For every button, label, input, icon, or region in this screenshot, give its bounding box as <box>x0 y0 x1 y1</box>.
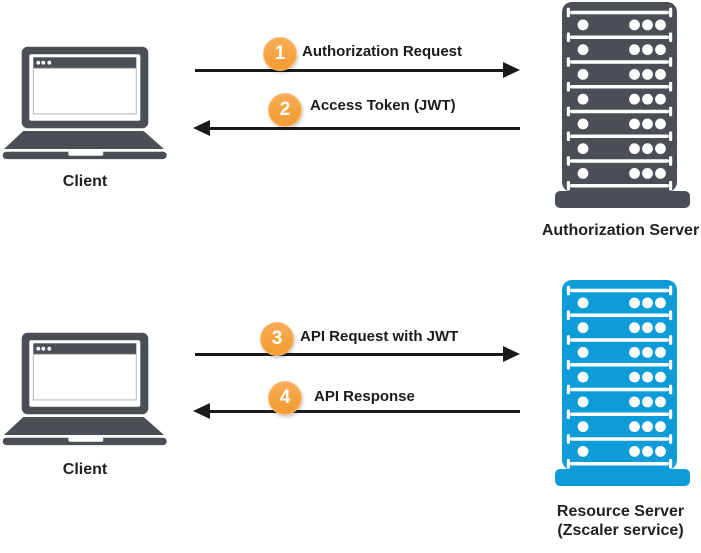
step-label-2: Access Token (JWT) <box>310 97 456 114</box>
authorization-server-icon <box>555 2 690 209</box>
step-label-3: API Request with JWT <box>300 328 459 345</box>
client-label-top: Client <box>62 173 108 190</box>
arrowhead-right-icon <box>503 346 520 362</box>
resource-server-label: Resource Server (Zscaler service) <box>535 502 701 540</box>
arrow-right-api-request <box>195 346 520 362</box>
arrow-line <box>195 352 503 356</box>
arrow-left-access-token <box>193 120 520 136</box>
arrow-line <box>195 68 503 72</box>
arrow-line <box>210 409 520 413</box>
arrow-line <box>210 126 520 130</box>
resource-server-label-line2: (Zscaler service) <box>557 522 684 539</box>
step-label-4: API Response <box>314 388 415 405</box>
arrowhead-left-icon <box>193 120 210 136</box>
step-badge-2: 2 <box>268 93 302 127</box>
step-badge-4: 4 <box>268 381 302 415</box>
client-label-bottom: Client <box>62 461 108 478</box>
step-badge-1: 1 <box>263 37 297 71</box>
resource-server-icon <box>555 280 690 487</box>
step-label-1: Authorization Request <box>302 43 462 60</box>
client-laptop-icon-top <box>2 46 168 160</box>
authorization-server-label: Authorization Server <box>541 222 700 239</box>
resource-server-label-line1: Resource Server <box>556 503 685 520</box>
step-badge-3: 3 <box>260 322 294 356</box>
arrow-left-api-response <box>193 403 520 419</box>
client-laptop-icon-bottom <box>2 332 168 446</box>
arrowhead-left-icon <box>193 403 210 419</box>
arrowhead-right-icon <box>503 62 520 78</box>
arrow-right-authorization-request <box>195 62 520 78</box>
